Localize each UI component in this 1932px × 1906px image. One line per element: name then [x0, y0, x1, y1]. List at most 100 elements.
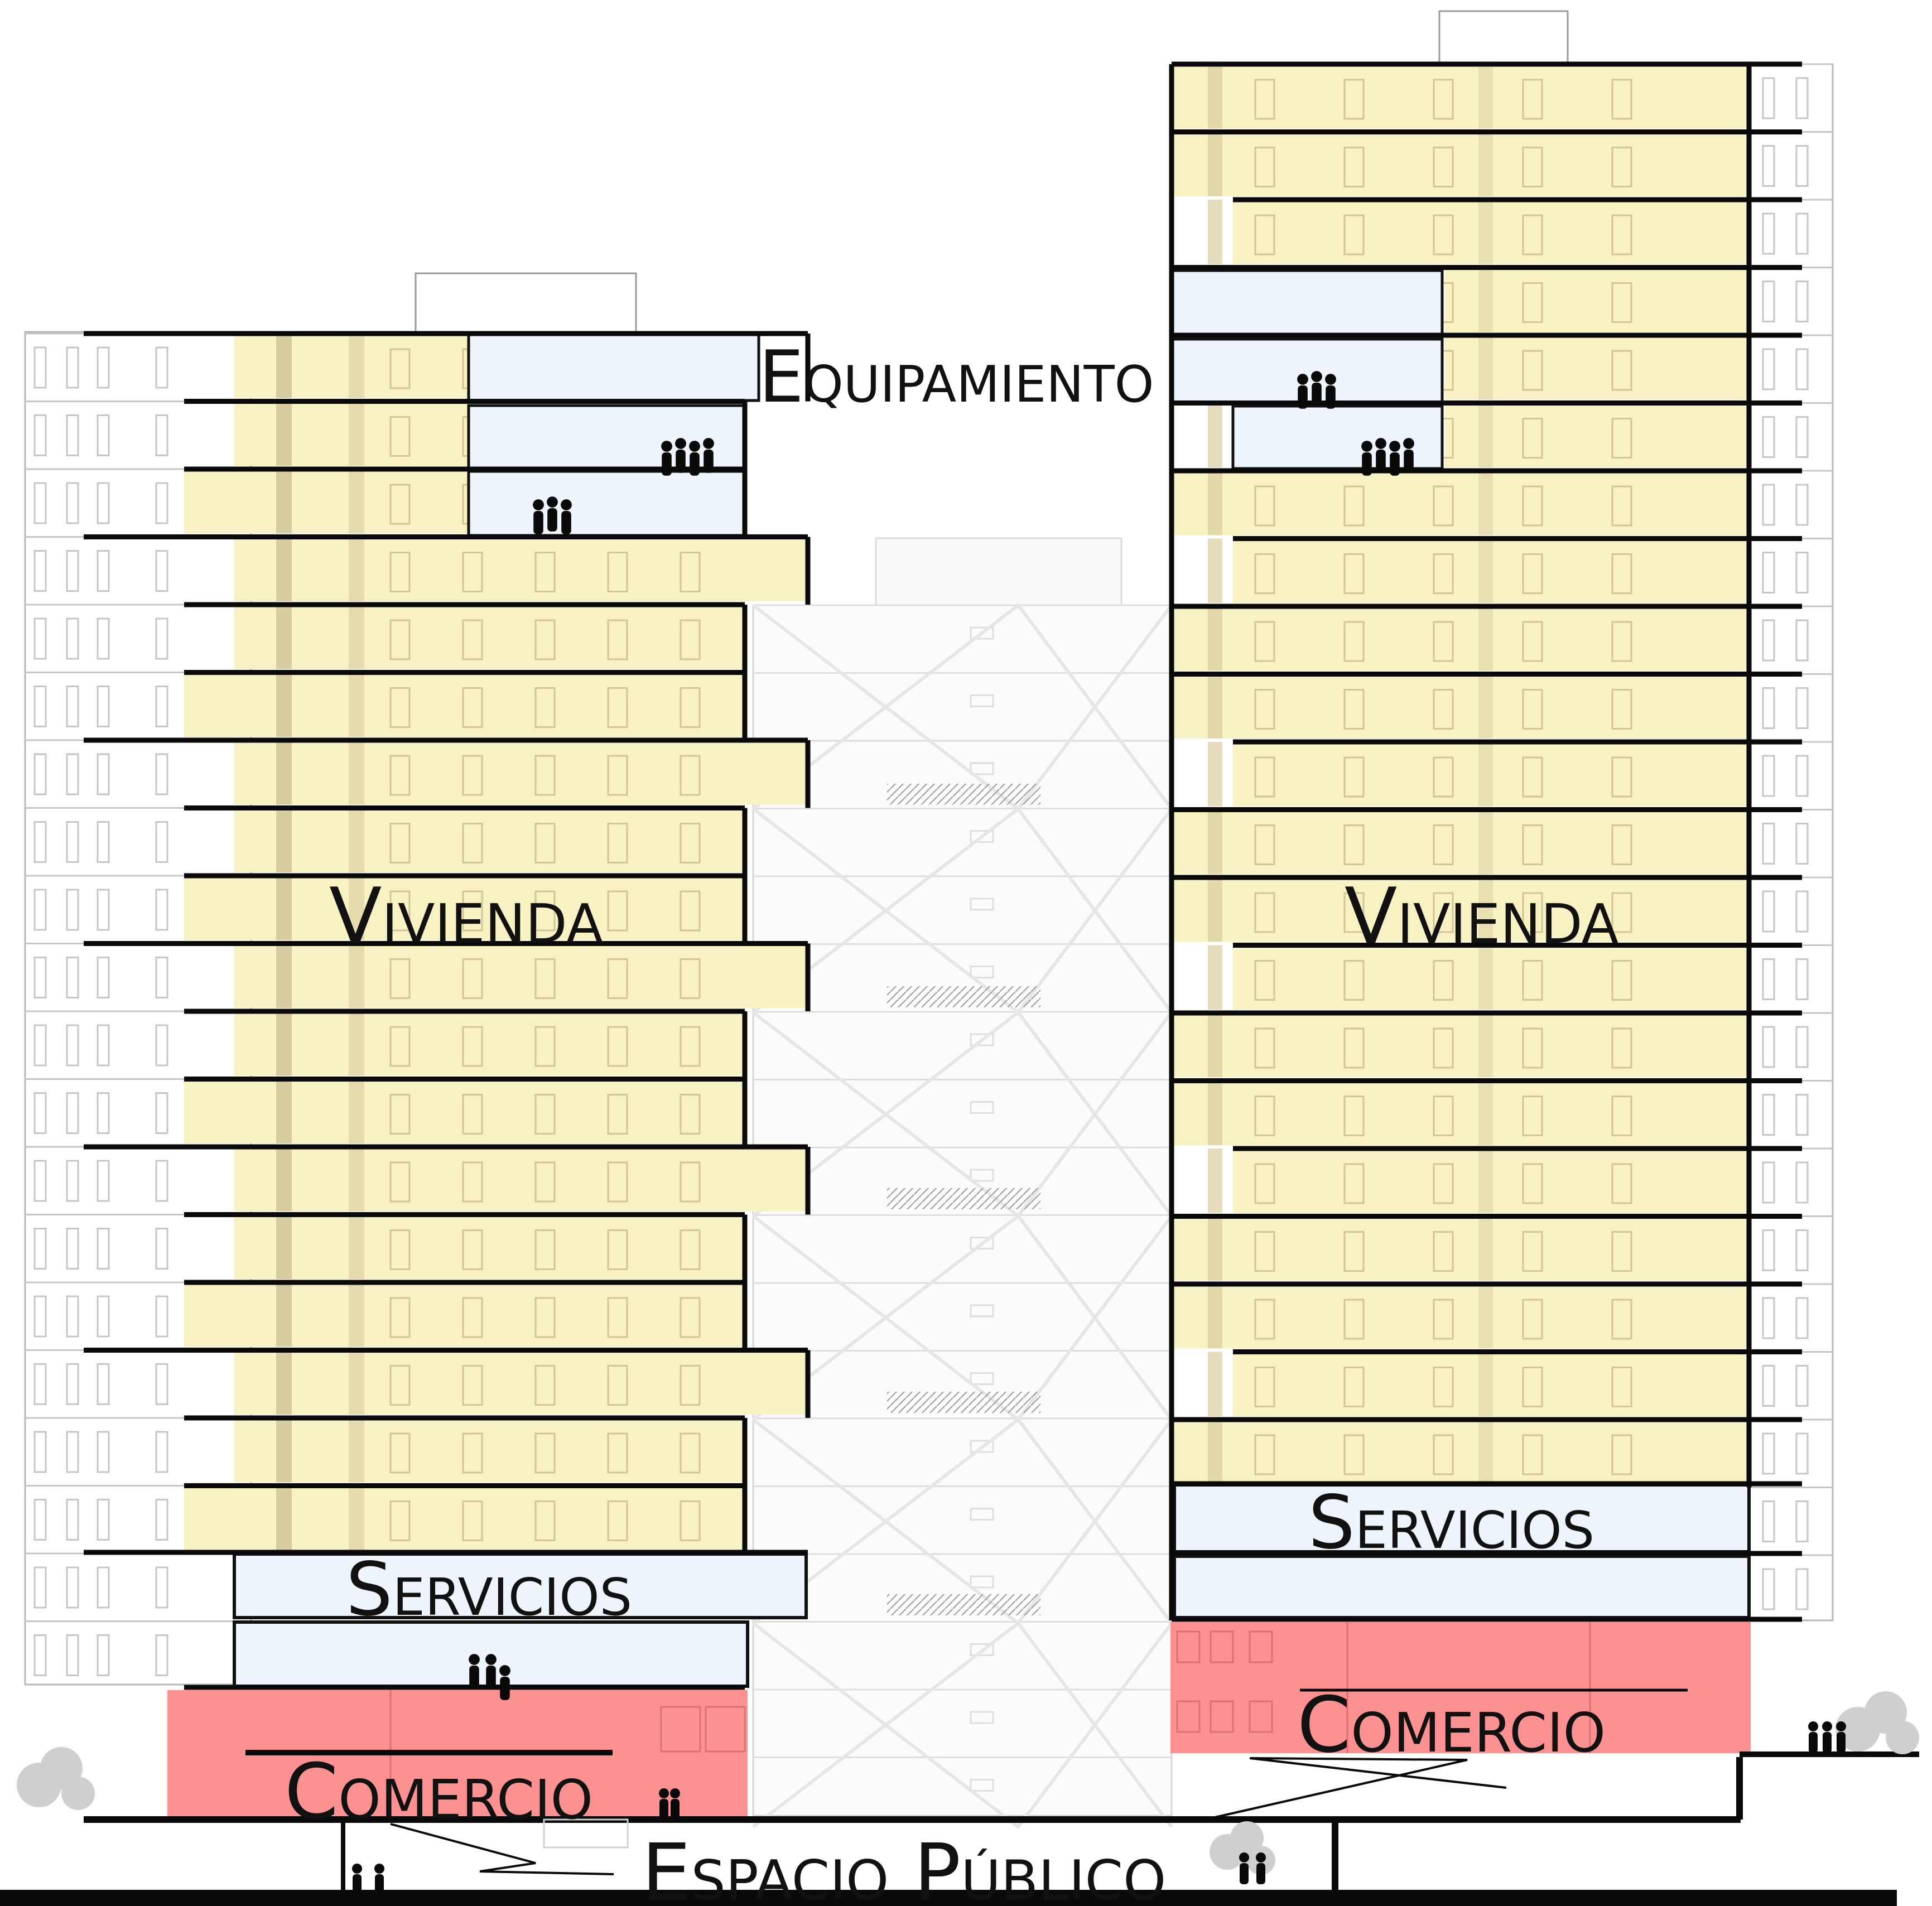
window-frame [1254, 147, 1275, 187]
window-frame [1433, 1299, 1454, 1340]
vivienda-right-floor [1172, 1216, 1749, 1281]
facade-window [155, 957, 168, 998]
window-frame [462, 687, 483, 728]
window-frame [680, 619, 701, 660]
window-frame [607, 1229, 628, 1270]
window-frame [1433, 1163, 1454, 1204]
facade-window [1795, 77, 1809, 119]
dancer-silhouette-icon [1311, 371, 1322, 382]
facade-window [1795, 890, 1809, 933]
vivienda-left-floor [234, 1418, 745, 1483]
window-frame [607, 755, 628, 796]
label-servicios-right: Servicios [1308, 1480, 1594, 1566]
structural-column [1478, 335, 1493, 400]
atrium-diagonal [752, 602, 1173, 810]
family-silhouette-icon [485, 1654, 497, 1665]
vivienda-left-floor [234, 1350, 808, 1415]
structural-column [349, 1418, 364, 1483]
vivienda-right-floor [1172, 674, 1749, 739]
structural-column [276, 876, 292, 940]
structural-column [1478, 877, 1493, 942]
window-frame [1343, 147, 1365, 187]
public-space-ground [0, 1751, 1919, 1906]
window-frame [462, 1229, 483, 1270]
structural-column [349, 1485, 364, 1550]
window-frame [1611, 1027, 1632, 1069]
vivienda-left-floor [234, 1147, 808, 1212]
facade-window [1795, 484, 1809, 526]
facade-window [66, 1363, 79, 1405]
window-frame [534, 687, 556, 728]
facade-window [1795, 1432, 1809, 1475]
structural-column [1208, 742, 1222, 807]
window-frame [534, 1026, 556, 1067]
structural-column [276, 469, 292, 534]
window-frame [680, 1365, 701, 1406]
label-comercio-right: Comercio [1297, 1680, 1606, 1770]
facade-window [33, 821, 47, 863]
atrium-diagonal [752, 1010, 1173, 1218]
window-frame [607, 1500, 628, 1541]
structural-column [349, 537, 364, 601]
structural-column [1208, 1352, 1222, 1416]
vivienda-right-floor [1172, 877, 1749, 942]
dancer-silhouette-icon [1325, 374, 1336, 385]
dancer-silhouette-icon [533, 511, 543, 534]
person-silhouette-icon [659, 1788, 669, 1798]
facade-window [1762, 1161, 1775, 1204]
window-frame [1343, 553, 1365, 594]
window-frame [1343, 485, 1365, 527]
comercio-left-block [167, 1690, 748, 1820]
window-frame [1433, 214, 1454, 255]
window-frame [389, 484, 411, 525]
structural-column [349, 334, 364, 398]
facade-window [1795, 1500, 1809, 1542]
window-frame [1433, 756, 1454, 798]
window-frame [534, 823, 556, 863]
dancer-silhouette-icon [561, 499, 572, 510]
window-frame [1254, 1163, 1275, 1204]
window-frame [607, 552, 628, 592]
dancer-silhouette-icon [533, 499, 544, 510]
facade-window [66, 1228, 79, 1270]
window-frame [462, 958, 483, 999]
facade-window [1762, 1094, 1775, 1136]
window-frame [389, 890, 411, 932]
structural-column [276, 672, 292, 737]
window-frame [1611, 621, 1632, 662]
facade-window [33, 1295, 47, 1338]
facade-window [97, 1228, 110, 1270]
window-frame [1343, 689, 1365, 730]
atrium-detail [970, 626, 994, 640]
window-frame [1611, 147, 1632, 187]
window-frame [1343, 79, 1365, 120]
person-silhouette-icon [1823, 1732, 1832, 1753]
window-frame [1433, 485, 1454, 527]
structural-column [1208, 1080, 1222, 1145]
dancer-silhouette-icon [547, 508, 557, 532]
facade-window [1795, 1365, 1809, 1407]
structural-column [1208, 471, 1222, 535]
structural-column [1478, 945, 1493, 1010]
family-silhouette-icon [499, 1665, 510, 1676]
window-frame [534, 552, 556, 592]
window-frame [680, 1432, 701, 1474]
facade-window [33, 1024, 47, 1067]
window-frame [1343, 1231, 1365, 1272]
window-frame [1611, 1163, 1632, 1204]
structural-column [1208, 1013, 1222, 1078]
facade-window [1762, 484, 1775, 526]
structural-column [276, 1485, 292, 1550]
person-silhouette-icon [1836, 1721, 1846, 1731]
structural-column [1208, 403, 1222, 467]
atrium-detail [970, 830, 994, 843]
vivienda-right-floor [1172, 809, 1749, 874]
facade-window [1762, 823, 1775, 865]
structural-column [1478, 403, 1493, 467]
structural-column [349, 1079, 364, 1143]
window-frame [389, 1432, 411, 1474]
facade-window [66, 550, 79, 592]
person-silhouette-icon [1822, 1721, 1832, 1731]
dancer-silhouette-icon [1297, 374, 1308, 385]
window-frame [389, 1161, 411, 1203]
